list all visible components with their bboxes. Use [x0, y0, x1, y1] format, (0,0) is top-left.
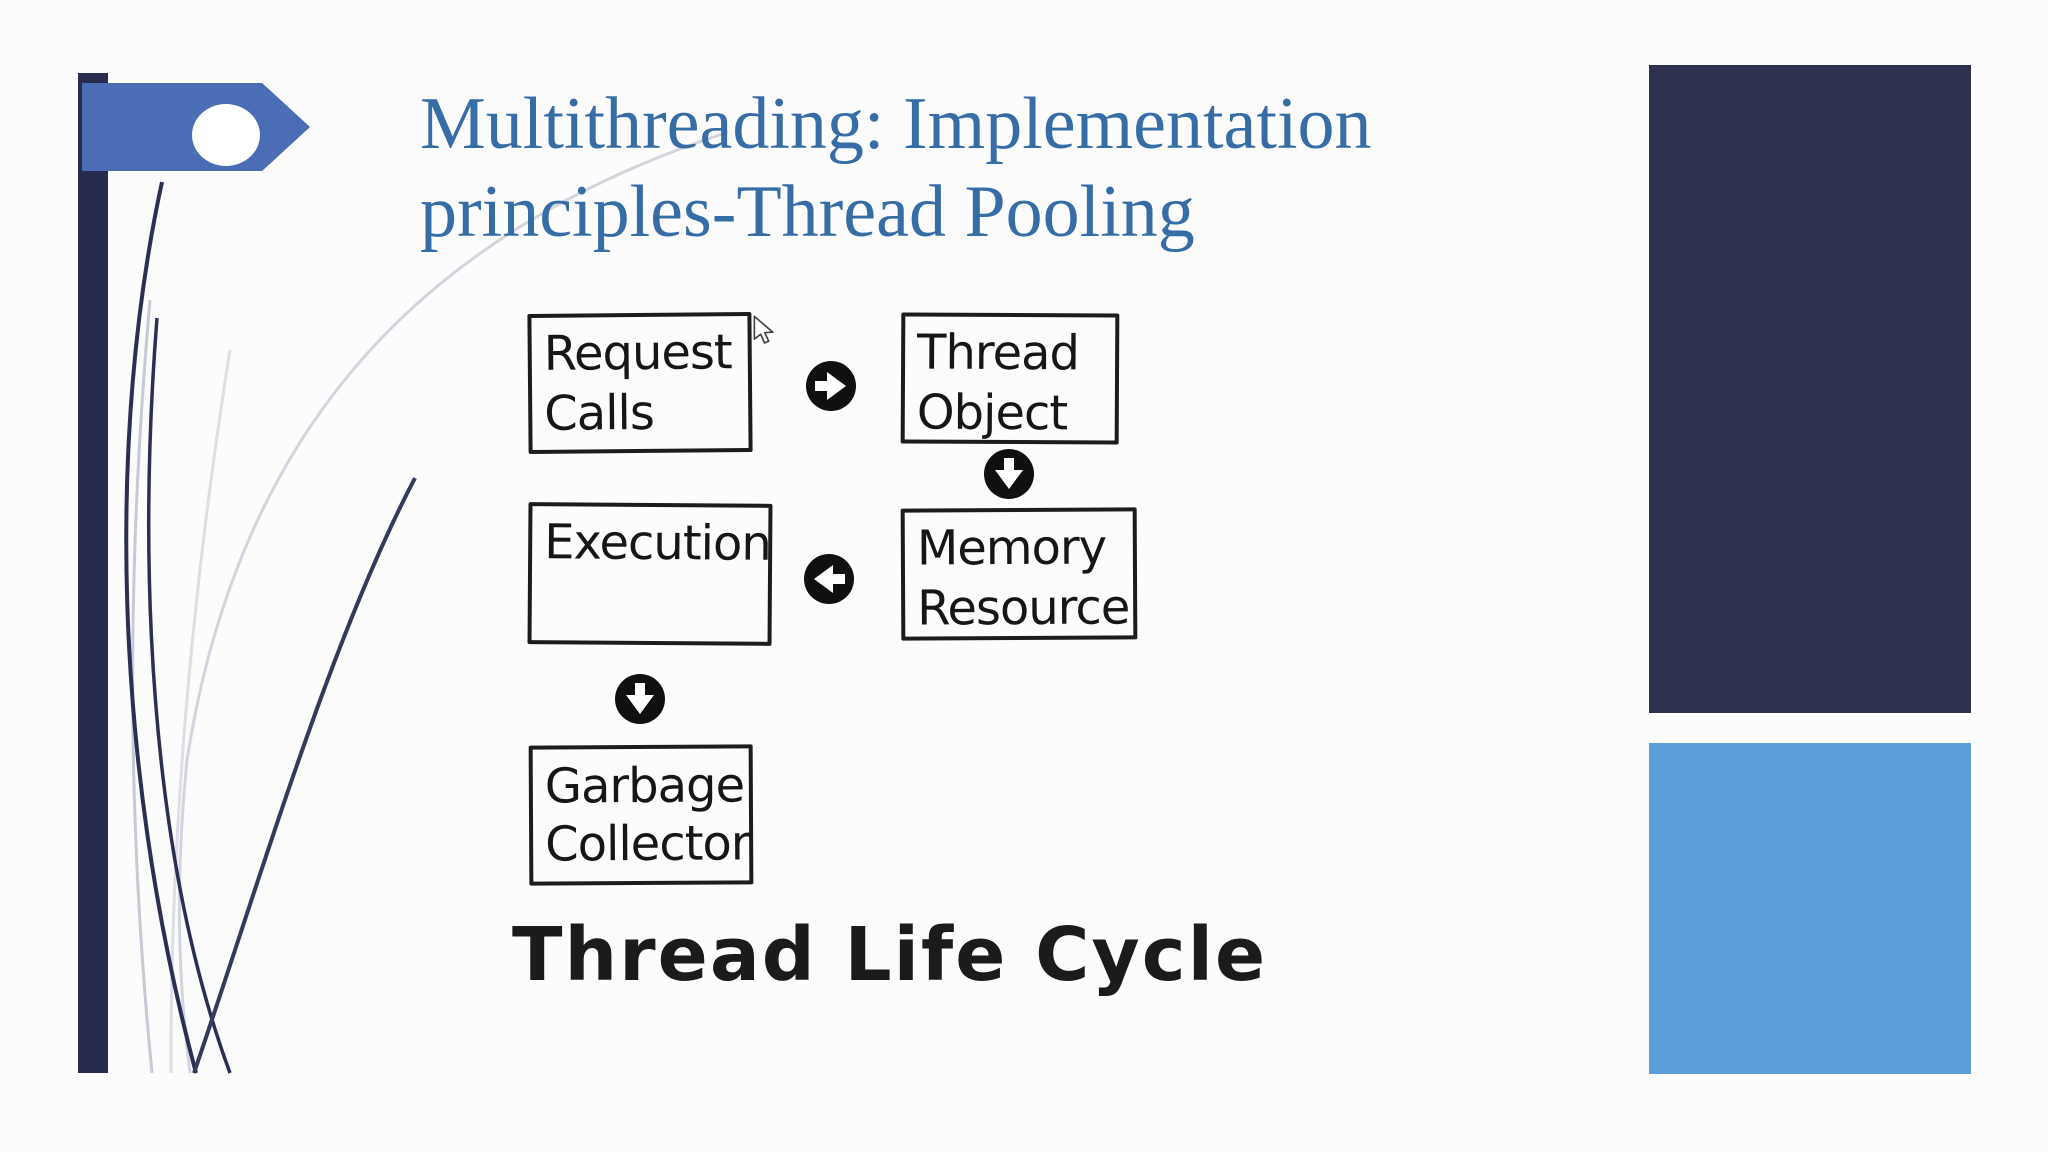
arrow-down-icon	[983, 448, 1035, 500]
flow-box-label-line: Object	[916, 384, 1068, 442]
flow-box-label-line: Calls	[544, 384, 655, 442]
flow-box-label-line: Request	[543, 324, 732, 382]
right-panel-dark	[1649, 65, 1971, 713]
flow-box-label-line: Garbage	[544, 757, 745, 815]
flow-box-garbage-collector: Garbage Collector	[528, 744, 754, 886]
flow-box-execution: Execution	[527, 502, 773, 646]
arrow-down-icon	[614, 673, 666, 725]
flow-box-request-calls: Request Calls	[527, 312, 753, 454]
flow-box-label-line: Resource	[917, 579, 1130, 637]
slide-title: Multithreading: Implementation principle…	[420, 80, 1372, 256]
flow-box-thread-object: Thread Object	[900, 312, 1120, 445]
flow-box-label-line: Execution	[544, 514, 771, 572]
arrow-right-icon	[805, 360, 857, 412]
diagram-caption: Thread Life Cycle	[512, 912, 1268, 998]
flow-box-label-line: Thread	[916, 324, 1080, 382]
left-accent-bar	[78, 73, 108, 1073]
slide-title-line-1: Multithreading: Implementation	[420, 83, 1372, 165]
flow-box-label-line: Memory	[916, 519, 1107, 577]
flow-box-memory-resource: Memory Resource	[900, 507, 1138, 641]
arrow-left-icon	[803, 553, 855, 605]
title-pointer-shape	[82, 83, 310, 171]
right-panel-light	[1649, 743, 1971, 1074]
pointer-circle-icon	[192, 104, 260, 166]
flow-box-label-line: Collector	[545, 815, 750, 873]
slide-title-line-2: principles-Thread Pooling	[420, 171, 1195, 253]
mouse-cursor-icon	[753, 315, 775, 344]
